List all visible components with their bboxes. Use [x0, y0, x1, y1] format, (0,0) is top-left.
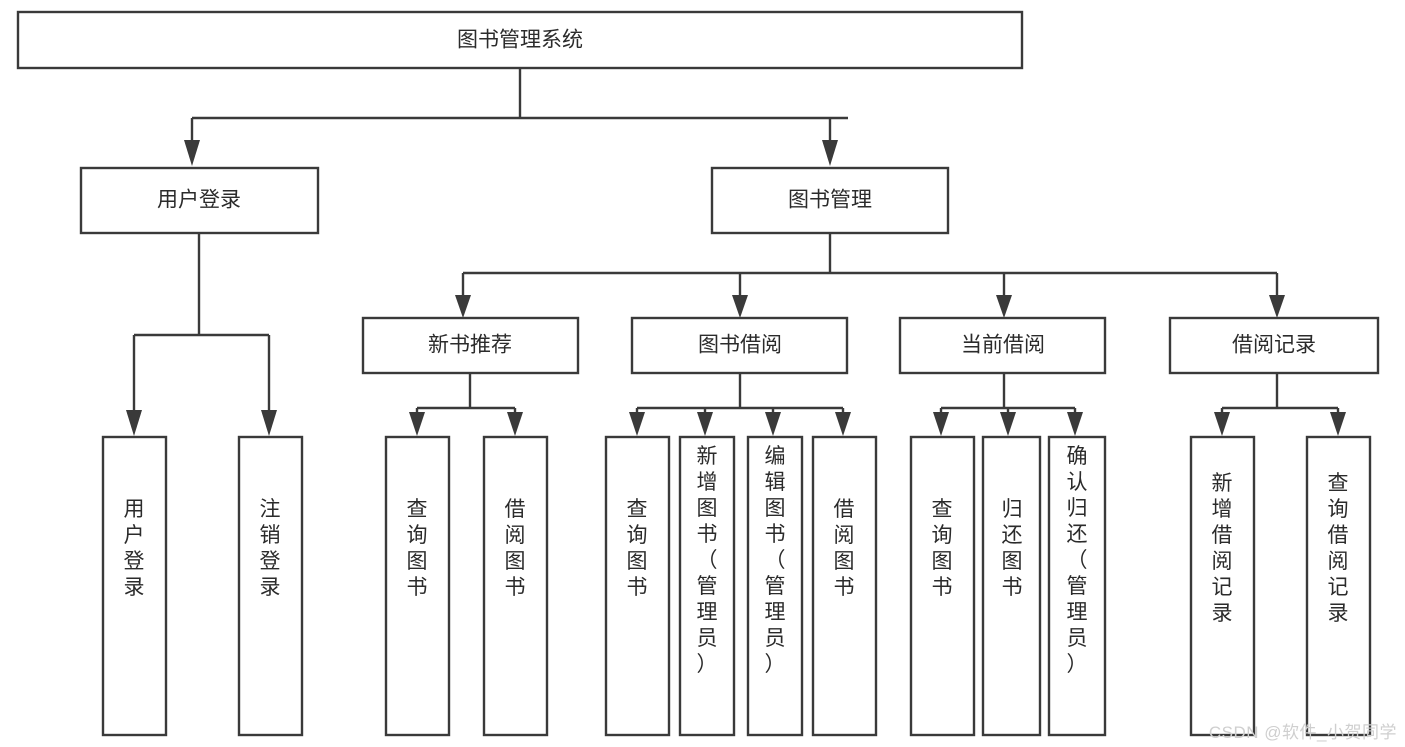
node-box[interactable]: [482, 435, 549, 737]
node-leaf-add-book-admin[interactable]: 新增图书（管理员）: [678, 435, 736, 737]
node-label-leaf: 新增借阅记录: [1212, 472, 1233, 625]
watermark-text: CSDN @软件_小贺同学: [1208, 723, 1397, 742]
arrow-head-icon: [629, 412, 645, 436]
node-leaf-borrow-book[interactable]: 借阅图书: [811, 435, 878, 737]
node-label-new-book-recommend: 新书推荐: [428, 334, 512, 357]
node-label-root: 图书管理系统: [457, 29, 583, 52]
node-box[interactable]: [630, 316, 849, 375]
node-box[interactable]: [384, 435, 451, 737]
node-box[interactable]: [678, 435, 736, 737]
node-borrow-record[interactable]: 借阅记录: [1168, 316, 1380, 375]
connector-currentborrow-to-leaves: [933, 373, 1083, 436]
arrow-head-icon: [126, 410, 142, 436]
node-leaf-confirm-return-admin[interactable]: 确认归还（管理员）: [1047, 435, 1107, 737]
arrow-head-icon: [455, 295, 471, 318]
node-label-leaf: 注销登录: [260, 498, 281, 599]
node-label-leaf: 编辑图书（管理员）: [765, 445, 786, 676]
node-label-user-login: 用户登录: [157, 189, 241, 212]
node-label-current-borrow: 当前借阅: [961, 334, 1045, 357]
arrow-head-icon: [835, 412, 851, 436]
node-book-borrow[interactable]: 图书借阅: [630, 316, 849, 375]
node-label-leaf: 用户登录: [124, 498, 145, 599]
node-leaf-query-book-current[interactable]: 查询图书: [909, 435, 976, 737]
arrow-head-icon: [1000, 412, 1016, 436]
connector-root-to-level2: [184, 68, 848, 166]
arrow-head-icon: [732, 295, 748, 318]
node-leaf-add-borrow-record[interactable]: 新增借阅记录: [1189, 435, 1256, 737]
arrow-head-icon: [409, 412, 425, 436]
node-label-leaf: 归还图书: [1002, 498, 1023, 599]
node-box[interactable]: [710, 166, 950, 235]
connector-bookborrow-to-leaves: [629, 373, 851, 436]
arrow-head-icon: [1330, 412, 1346, 436]
arrow-head-icon: [765, 412, 781, 436]
node-box[interactable]: [16, 10, 1024, 70]
arrow-head-icon: [507, 412, 523, 436]
node-box[interactable]: [101, 435, 168, 737]
arrow-head-icon: [996, 295, 1012, 318]
node-box[interactable]: [1047, 435, 1107, 737]
node-box[interactable]: [1189, 435, 1256, 737]
node-root-system[interactable]: 图书管理系统: [16, 10, 1024, 70]
node-label-leaf: 借阅图书: [834, 498, 855, 599]
connector-userlogin-to-leaves: [126, 233, 277, 436]
node-label-borrow-record: 借阅记录: [1232, 334, 1316, 357]
node-box[interactable]: [1168, 316, 1380, 375]
node-label-leaf: 确认归还（管理员）: [1067, 445, 1088, 676]
node-box[interactable]: [237, 435, 304, 737]
node-user-login[interactable]: 用户登录: [79, 166, 320, 235]
connector-borrowrecord-to-leaves: [1214, 373, 1346, 436]
node-leaf-query-book-recommend[interactable]: 查询图书: [384, 435, 451, 737]
node-book-management[interactable]: 图书管理: [710, 166, 950, 235]
node-label-leaf: 借阅图书: [505, 498, 526, 599]
arrow-head-icon: [184, 140, 200, 166]
arrow-head-icon: [933, 412, 949, 436]
node-leaf-return-book[interactable]: 归还图书: [981, 435, 1042, 737]
node-label-book-management: 图书管理: [788, 189, 872, 212]
arrow-head-icon: [1269, 295, 1285, 318]
node-box[interactable]: [898, 316, 1107, 375]
node-leaf-user-login[interactable]: 用户登录: [101, 435, 168, 737]
node-box[interactable]: [79, 166, 320, 235]
connector-bookmgmt-to-level3: [455, 233, 1285, 318]
node-leaf-edit-book-admin[interactable]: 编辑图书（管理员）: [746, 435, 804, 737]
node-label-book-borrow: 图书借阅: [698, 334, 782, 357]
node-box[interactable]: [981, 435, 1042, 737]
node-box[interactable]: [811, 435, 878, 737]
node-leaf-query-borrow-record[interactable]: 查询借阅记录: [1305, 435, 1372, 737]
node-box[interactable]: [604, 435, 671, 737]
node-label-leaf: 查询图书: [932, 498, 953, 599]
arrow-head-icon: [697, 412, 713, 436]
node-label-leaf: 查询借阅记录: [1328, 472, 1349, 625]
node-box[interactable]: [361, 316, 580, 375]
node-current-borrow[interactable]: 当前借阅: [898, 316, 1107, 375]
arrow-head-icon: [1214, 412, 1230, 436]
node-box[interactable]: [1305, 435, 1372, 737]
node-leaf-logout[interactable]: 注销登录: [237, 435, 304, 737]
node-label-leaf: 查询图书: [627, 498, 648, 599]
node-label-leaf: 新增图书（管理员）: [697, 445, 718, 676]
node-leaf-borrow-book-recommend[interactable]: 借阅图书: [482, 435, 549, 737]
node-new-book-recommend[interactable]: 新书推荐: [361, 316, 580, 375]
node-leaf-query-book[interactable]: 查询图书: [604, 435, 671, 737]
node-box[interactable]: [909, 435, 976, 737]
connector-newbook-to-leaves: [409, 373, 523, 436]
arrow-head-icon: [822, 140, 838, 166]
node-label-leaf: 查询图书: [407, 498, 428, 599]
node-box[interactable]: [746, 435, 804, 737]
arrow-head-icon: [1067, 412, 1083, 436]
arrow-head-icon: [261, 410, 277, 436]
